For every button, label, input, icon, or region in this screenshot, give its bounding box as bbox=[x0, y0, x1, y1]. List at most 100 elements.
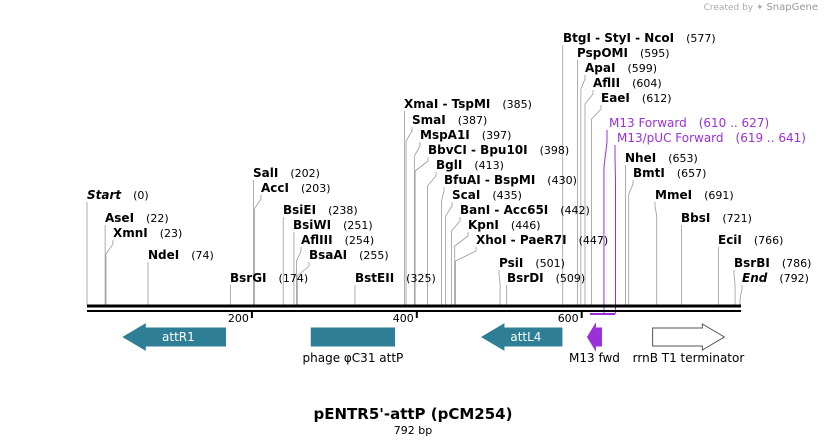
site-position: (74) bbox=[191, 249, 214, 262]
feature-rrnb-t1[interactable]: rrnB T1 terminator bbox=[633, 323, 745, 365]
site-bsaai[interactable]: BsaAI(255) bbox=[296, 248, 389, 305]
site-name: BstEII bbox=[355, 271, 394, 285]
map-title: pENTR5'-attP (pCM254) bbox=[314, 405, 513, 423]
site-name: BsrBI bbox=[734, 256, 770, 270]
site-bmti[interactable]: BmtI(657) bbox=[628, 166, 707, 305]
site-afliii[interactable]: AflIII(254) bbox=[296, 233, 374, 305]
site-name: AseI bbox=[105, 211, 134, 225]
site-connector-line bbox=[253, 195, 262, 305]
site-position: (398) bbox=[540, 144, 570, 157]
site-position: (385) bbox=[502, 98, 532, 111]
site-position: (595) bbox=[640, 47, 670, 60]
site-position: (447) bbox=[579, 234, 609, 247]
site-acci[interactable]: AccI(203) bbox=[253, 181, 331, 305]
site-position: (721) bbox=[722, 212, 752, 225]
feature-arrow-shape bbox=[652, 323, 726, 351]
site-connector-line bbox=[413, 142, 421, 305]
site-scai[interactable]: ScaI(435) bbox=[445, 188, 522, 305]
feature-label: phage φC31 attP bbox=[303, 351, 404, 365]
feature-m13-fwd[interactable]: M13 fwd bbox=[569, 322, 620, 365]
primer-annotations: M13 Forward(610 .. 627)M13/pUC Forward(6… bbox=[589, 116, 806, 315]
site-name: ApaI bbox=[585, 61, 615, 75]
site-kpni[interactable]: KpnI(446) bbox=[454, 218, 541, 305]
site-psii[interactable]: PsiI(501) bbox=[498, 256, 565, 305]
site-connector-line bbox=[405, 127, 413, 305]
site-mspa1i[interactable]: MspA1I(397) bbox=[413, 128, 511, 305]
primer-m13-puc-forward[interactable]: M13/pUC Forward(619 .. 641) bbox=[597, 131, 806, 315]
site-sali[interactable]: SalI(202) bbox=[253, 166, 320, 305]
site-xmni[interactable]: XmnI(23) bbox=[105, 226, 183, 305]
site-bsrgi[interactable]: BsrGI(174) bbox=[230, 271, 308, 305]
tick-label: 600 bbox=[558, 312, 579, 325]
site-position: (251) bbox=[343, 219, 373, 232]
site-name: BfuAI - BspMI bbox=[444, 173, 535, 187]
feature-arrow-shape bbox=[480, 323, 563, 351]
site-connector-line bbox=[296, 247, 302, 305]
site-eaei[interactable]: EaeI(612) bbox=[591, 91, 672, 305]
site-nhei[interactable]: NheI(653) bbox=[624, 151, 698, 305]
site-position: (691) bbox=[704, 189, 734, 202]
site-bsiei[interactable]: BsiEI(238) bbox=[282, 203, 358, 305]
site-bsteii[interactable]: BstEII(325) bbox=[354, 271, 436, 305]
site-asei[interactable]: AseI (22) bbox=[104, 211, 169, 305]
site-position: (786) bbox=[782, 257, 812, 270]
site-name: BtgI - StyI - NcoI bbox=[563, 31, 674, 45]
site-connector-line bbox=[580, 75, 586, 305]
site-position: (202) bbox=[290, 167, 320, 180]
site-aflii[interactable]: AflII(604) bbox=[584, 76, 662, 305]
site-name: NdeI bbox=[148, 248, 179, 262]
map-length: 792 bp bbox=[394, 424, 432, 437]
site-position: (387) bbox=[458, 114, 488, 127]
site-end[interactable]: End(792) bbox=[739, 271, 809, 305]
site-position: (0) bbox=[133, 189, 149, 202]
site-name: Start bbox=[87, 188, 122, 202]
site-ndei[interactable]: NdeI (74) bbox=[147, 248, 214, 305]
site-connector-line bbox=[654, 202, 658, 305]
credit-prefix: Created by bbox=[703, 3, 754, 13]
site-name: BmtI bbox=[633, 166, 665, 180]
primer-name: M13 Forward bbox=[609, 116, 687, 130]
feature-attr1[interactable]: attR1 bbox=[122, 323, 227, 351]
site-name: XhoI - PaeR7I bbox=[476, 233, 567, 247]
site-xhoi-paer7i[interactable]: XhoI - PaeR7I (447) bbox=[455, 233, 609, 305]
site-connector-line bbox=[733, 270, 736, 305]
site-bani-acc65i[interactable]: BanI - Acc65I(442) bbox=[451, 203, 590, 305]
primer-name: M13/pUC Forward bbox=[617, 131, 724, 145]
site-xmai-tspmi[interactable]: XmaI - TspMI(385) bbox=[404, 97, 532, 305]
feature-arrow-shape bbox=[310, 327, 396, 347]
site-bbsi[interactable]: BbsI(721) bbox=[681, 211, 752, 305]
primer-connector bbox=[614, 145, 617, 313]
site-start[interactable]: Start (0) bbox=[86, 188, 149, 305]
feature-attl4[interactable]: attL4 bbox=[480, 323, 563, 351]
site-bfuai-bspmi[interactable]: BfuAI - BspMI(430) bbox=[441, 173, 577, 305]
site-connector-line bbox=[451, 217, 461, 305]
feature-phage-attp[interactable]: phage φC31 attP bbox=[303, 327, 404, 365]
site-position: (22) bbox=[146, 212, 169, 225]
site-bgli[interactable]: BglI(413) bbox=[427, 158, 504, 305]
site-btgi-styi-ncoi[interactable]: BtgI - StyI - NcoI(577) bbox=[562, 31, 716, 305]
site-bsrbi[interactable]: BsrBI (786) bbox=[733, 256, 812, 305]
site-bbvci-bpu10i[interactable]: BbvCI - Bpu10I(398) bbox=[414, 143, 570, 305]
site-pspomi[interactable]: PspOMI(595) bbox=[577, 46, 670, 305]
site-position: (599) bbox=[627, 62, 657, 75]
primer-m13-forward[interactable]: M13 Forward(610 .. 627) bbox=[589, 116, 769, 315]
site-bsiwi[interactable]: BsiWI(251) bbox=[293, 218, 373, 305]
site-position: (792) bbox=[779, 272, 809, 285]
site-position: (254) bbox=[345, 234, 375, 247]
site-name: EciI bbox=[718, 233, 742, 247]
site-apai[interactable]: ApaI (599) bbox=[580, 61, 657, 305]
site-name: MspA1I bbox=[420, 128, 470, 142]
site-smai[interactable]: SmaI(387) bbox=[405, 113, 488, 305]
site-position: (413) bbox=[474, 159, 504, 172]
site-connector-line bbox=[105, 240, 114, 305]
site-bsrdi[interactable]: BsrDI(509) bbox=[506, 271, 586, 305]
site-connector-line bbox=[455, 247, 477, 305]
site-position: (23) bbox=[160, 227, 183, 240]
restriction-sites: BtgI - StyI - NcoI(577)PspOMI(595)ApaI (5… bbox=[86, 31, 812, 305]
site-mmei[interactable]: MmeI(691) bbox=[654, 188, 734, 305]
feature-arrow-shape bbox=[122, 323, 227, 351]
site-ecii[interactable]: EciI(766) bbox=[718, 233, 783, 305]
